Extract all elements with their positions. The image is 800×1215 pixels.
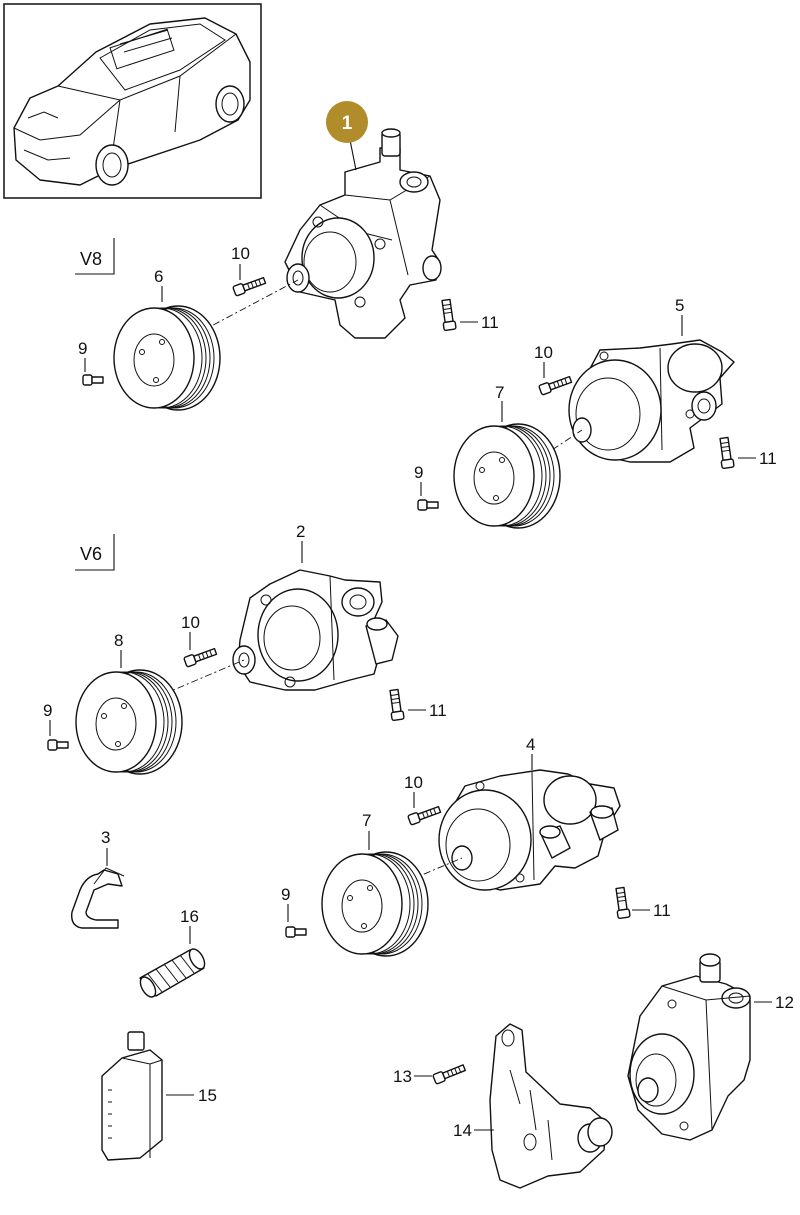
callout-9c: 9	[43, 701, 52, 720]
callout-9a: 9	[78, 339, 87, 358]
callout-10a: 10	[231, 244, 250, 263]
part-2-power-steering-pump[interactable]	[232, 569, 399, 691]
part-11-bolt[interactable]	[439, 298, 457, 332]
callout-7a: 7	[495, 383, 504, 402]
callout-16: 16	[180, 907, 199, 926]
part-10-bolt[interactable]	[232, 275, 267, 297]
callout-14: 14	[453, 1121, 472, 1140]
callout-1[interactable]: 1	[326, 101, 368, 171]
part-5-power-steering-pump[interactable]	[568, 339, 735, 463]
callout-13: 13	[393, 1067, 412, 1086]
callout-2: 2	[296, 522, 305, 541]
part-11-bolt-4[interactable]	[613, 886, 631, 920]
part-7-pulley[interactable]	[453, 423, 561, 529]
part-1-power-steering-pump[interactable]	[284, 128, 442, 339]
section-v8: V8	[75, 238, 115, 275]
section-v6-label: V6	[80, 544, 102, 564]
callout-4: 4	[526, 735, 535, 754]
section-v8-label: V8	[80, 249, 102, 269]
callout-3: 3	[101, 828, 110, 847]
part-9-bolt-2[interactable]	[417, 499, 439, 511]
part-7-pulley-2[interactable]	[321, 851, 429, 957]
part-10-bolt-3[interactable]	[183, 646, 218, 668]
part-11-bolt-2[interactable]	[717, 436, 735, 470]
callout-11c: 11	[429, 701, 447, 720]
part-9-bolt-3[interactable]	[47, 739, 69, 751]
callout-5: 5	[675, 296, 684, 315]
callout-15: 15	[198, 1086, 217, 1105]
callout-10d: 10	[404, 773, 423, 792]
part-4-power-steering-pump[interactable]	[438, 769, 621, 891]
callout-10b: 10	[534, 343, 553, 362]
part-11-bolt-3[interactable]	[387, 688, 405, 722]
callout-11b: 11	[759, 449, 777, 468]
part-9-bolt-4[interactable]	[285, 926, 307, 938]
callout-12: 12	[775, 993, 794, 1012]
part-3-clip[interactable]	[71, 867, 125, 929]
part-15-fluid-bottle[interactable]	[101, 1031, 163, 1161]
part-13-bolt[interactable]	[431, 1062, 467, 1085]
callout-1-badge	[326, 101, 368, 143]
part-6-pulley[interactable]	[113, 305, 221, 411]
callout-8: 8	[114, 631, 123, 650]
callout-10c: 10	[181, 613, 200, 632]
part-9-bolt[interactable]	[82, 374, 104, 386]
callout-6: 6	[154, 267, 163, 286]
callout-11a: 11	[481, 313, 499, 332]
callout-9b: 9	[414, 463, 423, 482]
part-16-drive-shaft[interactable]	[137, 946, 207, 999]
callout-7b: 7	[362, 811, 371, 830]
part-10-bolt-4[interactable]	[407, 804, 442, 826]
callout-9d: 9	[281, 885, 290, 904]
vehicle-thumbnail[interactable]	[3, 3, 262, 199]
callout-1-number: 1	[342, 113, 353, 134]
suv-car-icon	[13, 17, 251, 186]
part-8-pulley[interactable]	[75, 669, 183, 775]
section-v6: V6	[75, 534, 115, 571]
part-12-power-steering-pump[interactable]	[627, 953, 751, 1141]
part-14-bracket[interactable]	[489, 1023, 613, 1189]
callout-11d: 11	[653, 901, 671, 920]
